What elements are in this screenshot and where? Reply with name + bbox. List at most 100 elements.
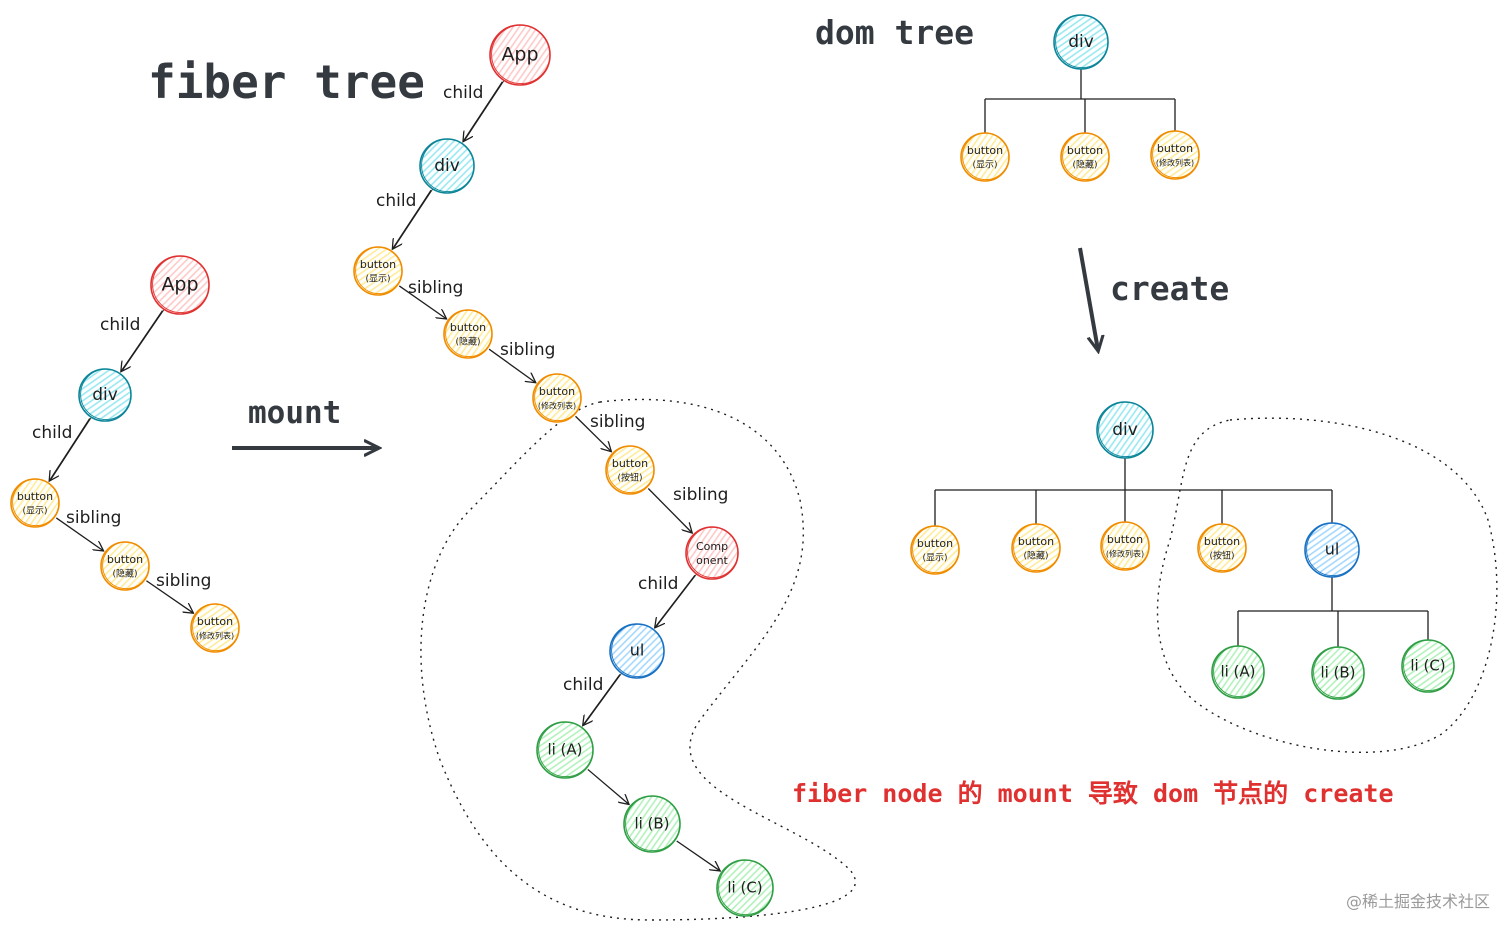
node-label: button — [539, 385, 575, 398]
node-circle-sketch — [1055, 14, 1109, 69]
node-label: (修改列表) — [538, 401, 576, 411]
node-label: (修改列表) — [1156, 158, 1194, 168]
node-label: button — [1204, 535, 1240, 548]
node-circle-sketch — [491, 24, 551, 85]
node-label: (显示) — [972, 160, 997, 171]
app-node: App — [489, 24, 551, 86]
node-circle-sketch — [625, 795, 681, 852]
button-node: button (修改列表) — [1100, 521, 1150, 571]
node-label: App — [501, 44, 538, 66]
mount-label: mount — [248, 395, 341, 431]
sibling-edge-label: sibling — [500, 340, 555, 360]
node-label: button — [450, 321, 486, 334]
edge-arrow — [463, 81, 503, 141]
edge-arrow-sketch — [656, 573, 697, 627]
child-edge-label: child — [100, 315, 140, 335]
node-label: (按钮) — [1209, 550, 1234, 562]
button-node: button (显示) — [960, 132, 1010, 182]
nodes-layer: Appdivbutton(显示)button(隐藏)button(修改列表)Ap… — [10, 14, 1455, 917]
button-node: button (按钮) — [1197, 523, 1247, 573]
node-circle-sketch — [1213, 645, 1265, 698]
sibling-edge-label: sibling — [408, 278, 463, 298]
node-label: button — [967, 144, 1003, 157]
button-node: button (修改列表) — [532, 373, 582, 423]
node-label: (显示) — [365, 274, 390, 285]
button-node: button (隐藏) — [1060, 132, 1110, 182]
node-label: button — [17, 490, 53, 503]
node-circle-sketch — [1152, 130, 1200, 179]
node-label: (修改列表) — [1106, 549, 1144, 559]
node-circle-sketch — [102, 541, 150, 590]
div-node: div — [1096, 401, 1154, 459]
node-circle-sketch — [445, 309, 493, 358]
dashed-region-dom — [1156, 417, 1498, 754]
node-label: li (B) — [634, 815, 669, 833]
edge-arrow — [587, 768, 629, 803]
button-node: button (显示) — [353, 246, 403, 296]
node-label: (隐藏) — [455, 336, 480, 348]
node-label: button — [1018, 535, 1054, 548]
edge-arrow-sketch — [393, 189, 433, 248]
node-label: (修改列表) — [196, 631, 234, 641]
node-circle-sketch — [421, 138, 475, 193]
li-node: li (B) — [1311, 646, 1365, 700]
edge-arrow — [398, 285, 446, 319]
node-circle-sketch — [687, 526, 739, 579]
node-label: button — [197, 615, 233, 628]
node-label: (隐藏) — [1072, 159, 1097, 171]
node-label: App — [161, 274, 198, 296]
watermark: @稀土掘金技术社区 — [1345, 892, 1490, 911]
node-circle-sketch — [355, 246, 403, 295]
node-label: button — [917, 537, 953, 550]
div-node: div — [419, 138, 475, 194]
node-circle-sketch — [1102, 521, 1150, 570]
child-edge-label: child — [638, 574, 678, 594]
node-circle-sketch — [1403, 639, 1455, 692]
node-label: (按钮) — [617, 472, 642, 484]
node-label: li (A) — [547, 741, 582, 759]
edge-arrow — [583, 674, 621, 724]
node-label: div — [1112, 420, 1138, 440]
node-label: button — [1157, 142, 1193, 155]
node-label: button — [1107, 533, 1143, 546]
li-node: li (A) — [536, 721, 594, 779]
node-label: li (C) — [1410, 657, 1445, 675]
node-circle-sketch — [607, 445, 655, 494]
node-label: (显示) — [22, 506, 47, 517]
node-circle-sketch — [80, 368, 132, 421]
edge-arrow — [676, 840, 720, 870]
node-circle-sketch — [1062, 132, 1110, 181]
edge-arrow-sketch — [50, 417, 92, 480]
sibling-edge-label: sibling — [590, 412, 645, 432]
node-label: (隐藏) — [112, 568, 137, 580]
child-edge-label: child — [32, 423, 72, 443]
create-label: create — [1110, 269, 1229, 308]
button-node: button (隐藏) — [100, 541, 150, 591]
node-circle-sketch — [152, 255, 210, 314]
ul-node: ul — [609, 623, 665, 679]
node-label: button — [107, 553, 143, 566]
li-node: li (B) — [623, 795, 681, 853]
node-label: button — [360, 258, 396, 271]
node-label: li (A) — [1220, 663, 1255, 681]
node-label: button — [1067, 144, 1103, 157]
node-label: div — [1068, 32, 1094, 52]
button-node: button(按钮) — [605, 445, 655, 495]
edge-arrow — [575, 415, 611, 451]
li-node: li (C) — [716, 859, 774, 917]
node-circle-sketch — [12, 478, 60, 527]
node-circle-sketch — [534, 373, 582, 422]
edges-layer: child child sibling sibling child child siblin… — [32, 69, 1429, 870]
node-label: ul — [630, 641, 645, 660]
edge-arrow-sketch — [464, 80, 505, 141]
sibling-edge-label: sibling — [66, 508, 121, 528]
child-edge-label: child — [563, 675, 603, 695]
edge-arrow — [393, 189, 432, 248]
edge-arrow — [121, 310, 164, 371]
node-label: li (B) — [1320, 664, 1355, 682]
edge-arrow — [647, 488, 691, 532]
button-node: button (修改列表) — [190, 603, 240, 653]
button-node: button(显示) — [910, 525, 960, 575]
node-circle-sketch — [962, 132, 1010, 181]
